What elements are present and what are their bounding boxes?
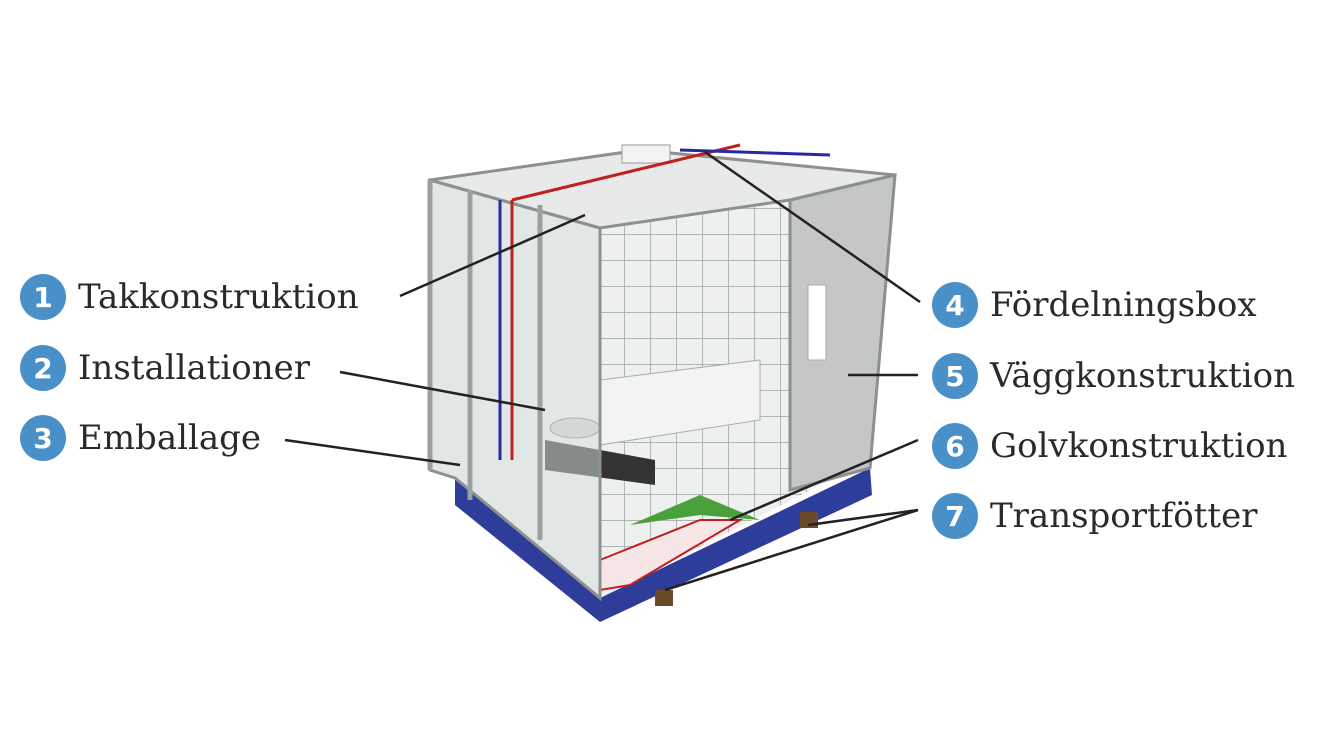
number-badge: 4 xyxy=(932,282,978,328)
label-text: Transportfötter xyxy=(990,496,1258,536)
pallet-base xyxy=(455,468,872,622)
label-text: Golvkonstruktion xyxy=(990,426,1288,466)
label-installationer: 2 Installationer xyxy=(20,343,310,393)
label-text: Väggkonstruktion xyxy=(990,356,1295,396)
floor-membrane xyxy=(630,495,760,525)
transport-foot xyxy=(655,590,673,606)
label-text: Installationer xyxy=(78,348,311,388)
number-badge: 5 xyxy=(932,353,978,399)
label-text: Fördelningsbox xyxy=(990,285,1257,325)
number-badge: 3 xyxy=(20,415,66,461)
number-badge: 2 xyxy=(20,345,66,391)
leader-lines xyxy=(284,150,921,592)
label-text: Takkonstruktion xyxy=(78,277,359,317)
label-transportfotter: 7 Transportfötter xyxy=(932,491,1257,541)
label-emballage: 3 Emballage xyxy=(20,413,261,463)
number-badge: 1 xyxy=(20,274,66,320)
label-text: Emballage xyxy=(78,418,261,458)
label-takkonstruktion: 1 Takkonstruktion xyxy=(20,272,359,322)
number-badge: 7 xyxy=(932,493,978,539)
number-badge: 6 xyxy=(932,423,978,469)
label-golvkonstruktion: 6 Golvkonstruktion xyxy=(932,421,1287,471)
distribution-box xyxy=(621,144,671,164)
label-vaggkonstruktion: 5 Väggkonstruktion xyxy=(932,351,1295,401)
label-fordelningsbox: 4 Fördelningsbox xyxy=(932,280,1257,330)
